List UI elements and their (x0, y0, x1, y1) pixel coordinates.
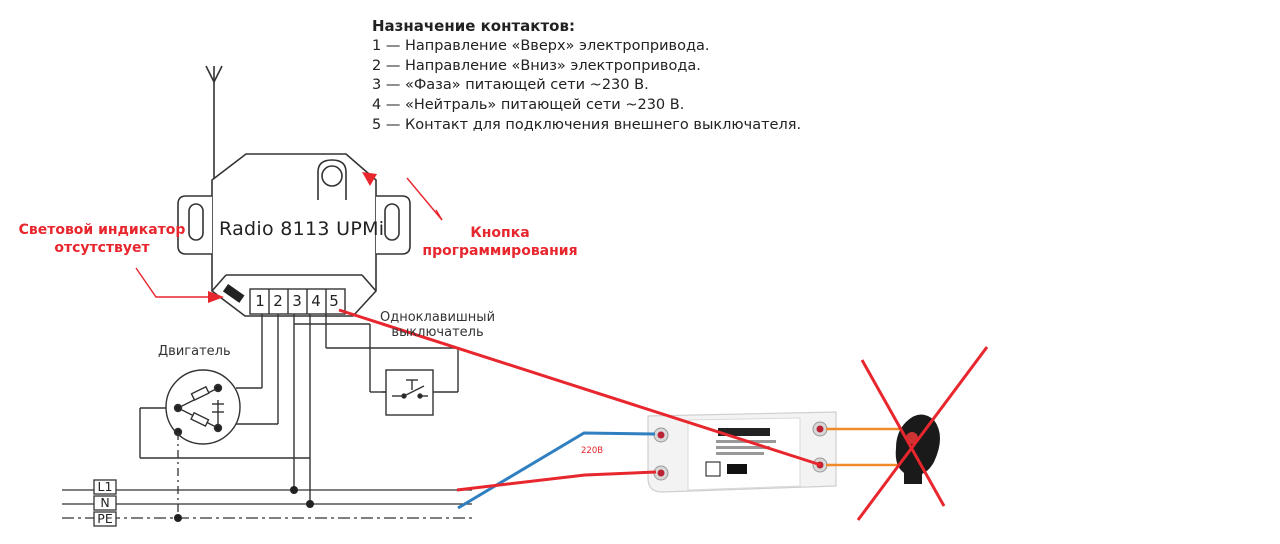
indicator-callout-line: отсутствует (54, 240, 150, 256)
antenna (205, 65, 223, 198)
terminal-label: 2 (273, 292, 283, 310)
device-model: Radio 8113 UPMi (219, 218, 385, 240)
legend-item: 4 — «Нейтраль» питающей сети ~230 В. (372, 97, 685, 114)
legend-item: 1 — Направление «Вверх» электропривода. (372, 37, 710, 54)
switch-symbol (385, 369, 434, 416)
legend-item: 5 — Контакт для подключения внешнего вык… (372, 116, 802, 133)
bus-lines (62, 432, 472, 527)
contact-legend: Назначение контактов: 1 — Направление «В… (372, 17, 801, 136)
power-wires (338, 308, 822, 510)
terminal-block (249, 288, 346, 315)
switch-label-line: выключатель (391, 325, 484, 340)
indicator-callout: Световой индикатор отсутствует (12, 221, 192, 257)
legend-title: Назначение контактов: (372, 17, 575, 35)
legend-item: 2 — Направление «Вниз» электропривода. (372, 57, 701, 74)
red-cross (856, 346, 989, 521)
callout-arrows (135, 177, 443, 298)
junction-dots (174, 486, 314, 522)
button-callout-line: программирования (422, 243, 578, 259)
motor-symbol (165, 369, 241, 445)
wiring (139, 314, 459, 504)
legend-item: 3 — «Фаза» питающей сети ~230 В. (372, 77, 649, 94)
sonoff-module (647, 411, 837, 493)
bus-label-l1: L1 (97, 479, 113, 494)
missing-led-marker (222, 283, 245, 303)
bus-label-pe: PE (97, 511, 113, 526)
remote-fob (895, 414, 940, 484)
arrow-heads (208, 172, 377, 303)
switch-label-line: Одноклавишный (380, 310, 496, 325)
terminal-label: 3 (292, 292, 302, 310)
switch-label: Одноклавишный выключатель (380, 310, 495, 340)
motor-label: Двигатель (158, 344, 231, 359)
voltage-label: 220В (581, 446, 604, 456)
terminal-label: 4 (311, 292, 321, 310)
button-callout: Кнопка программирования (420, 224, 580, 260)
bus-label-n: N (100, 495, 110, 510)
terminal-label: 5 (329, 292, 339, 310)
indicator-callout-line: Световой индикатор (18, 222, 186, 238)
button-callout-line: Кнопка (470, 225, 530, 241)
terminal-label: 1 (255, 292, 265, 310)
orange-wires (826, 427, 905, 467)
